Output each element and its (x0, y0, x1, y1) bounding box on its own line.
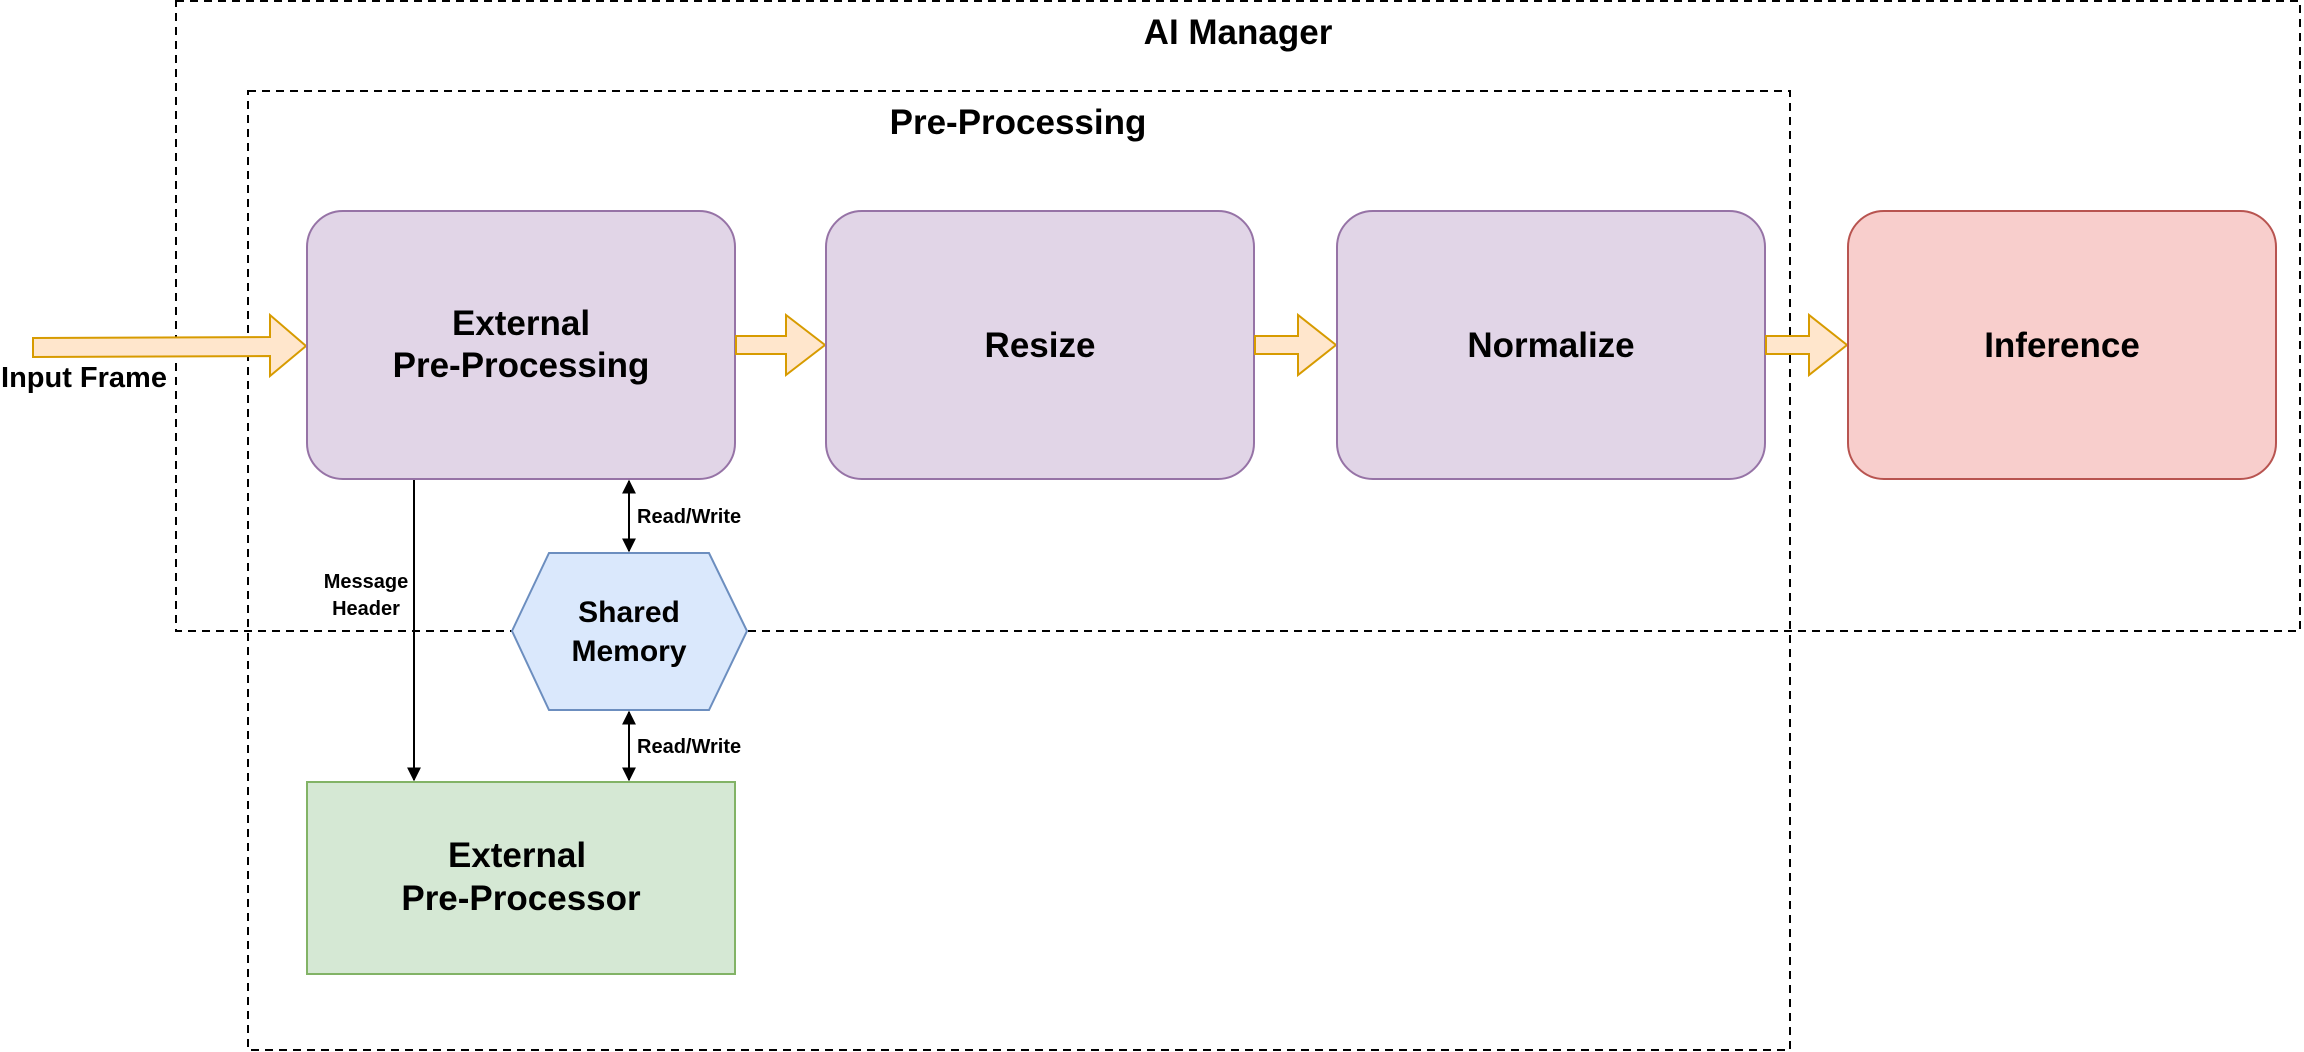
ai-manager-region: AI Manager (175, 0, 2301, 632)
pre-processing-title: Pre-Processing (890, 103, 1147, 142)
pre-processing-region: Pre-Processing (247, 90, 1791, 1051)
shared-memory-label-line2: Memory (571, 635, 686, 668)
resize-label: Resize (985, 326, 1096, 365)
input-frame-arrow (32, 312, 308, 379)
flow-arrow-to-resize (735, 312, 827, 378)
external-pre-processing-box (306, 210, 736, 480)
resize-node: Resize (825, 210, 1255, 480)
input-frame-label: Input Frame (1, 362, 167, 394)
pre-processing-border (247, 90, 1791, 1051)
shared-memory-node: Shared Memory (510, 552, 749, 711)
shared-memory-hexagon (510, 552, 749, 711)
read-write-bottom-label: Read/Write (637, 736, 741, 758)
ai-manager-border (175, 0, 2301, 632)
external-pre-processing-label-line1: External (452, 304, 590, 343)
shared-memory-label-line1: Shared (578, 596, 680, 629)
external-pre-processor-label-line1: External (448, 836, 586, 875)
inference-node: Inference (1847, 210, 2277, 480)
normalize-label: Normalize (1467, 326, 1634, 365)
external-pre-processing-node: External Pre-Processing (306, 210, 736, 480)
message-header-label-line1: Message (324, 571, 409, 593)
flow-arrow-to-inference (1765, 312, 1849, 378)
external-pre-processor-box (306, 781, 736, 975)
read-write-top-label: Read/Write (637, 506, 741, 528)
inference-box (1847, 210, 2277, 480)
inference-label: Inference (1984, 326, 2140, 365)
external-pre-processing-label-line2: Pre-Processing (393, 346, 650, 385)
ai-manager-title: AI Manager (1144, 13, 1333, 52)
normalize-node: Normalize (1336, 210, 1766, 480)
external-pre-processor-label-line2: Pre-Processor (401, 879, 641, 918)
message-header-label-line2: Header (332, 598, 400, 620)
external-pre-processor-node: External Pre-Processor (306, 781, 736, 975)
input-arrow-shape (32, 312, 308, 379)
flow-arrow-to-normalize (1254, 312, 1338, 378)
